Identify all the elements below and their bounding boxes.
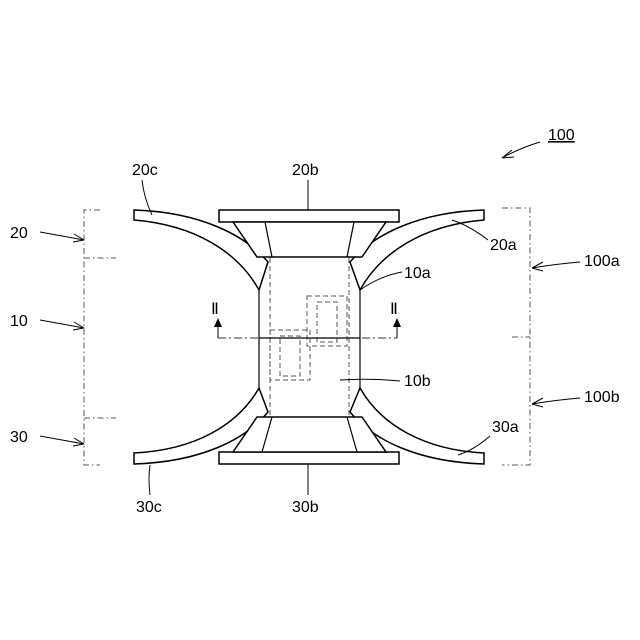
ref-label-20b: 20b [292, 162, 319, 179]
leader-100-arrowhead [502, 150, 514, 158]
section-right-arrow [393, 318, 401, 327]
leader-100 [502, 142, 540, 158]
upper-flange-neck [233, 222, 386, 257]
ref-label-30c: 30c [136, 499, 162, 516]
ref-label-100b: 100b [584, 389, 620, 406]
section-left-arrow [214, 318, 222, 327]
section-label-left: Ⅱ [211, 301, 219, 318]
lower-flange-plate [219, 452, 399, 464]
lower-flange-neck [233, 417, 386, 452]
leader-30c [149, 465, 150, 495]
ref-label-30b: 30b [292, 499, 319, 516]
ref-label-20a: 20a [490, 237, 517, 254]
ref-label-10: 10 [10, 313, 28, 330]
ref-label-10b: 10b [404, 373, 431, 390]
ref-label-20: 20 [10, 225, 28, 242]
ref-label-100: 100 [548, 127, 575, 144]
ref-label-10a: 10a [404, 265, 431, 282]
upper-flange-plate [219, 210, 399, 222]
ref-label-20c: 20c [132, 162, 158, 179]
ref-label-30: 30 [10, 429, 28, 446]
ref-label-100a: 100a [584, 253, 620, 270]
section-label-right: Ⅱ [390, 301, 398, 318]
leader-100b [532, 398, 580, 404]
bracket-left [84, 210, 100, 465]
ref-label-30a: 30a [492, 419, 519, 436]
leader-100a [532, 262, 580, 268]
